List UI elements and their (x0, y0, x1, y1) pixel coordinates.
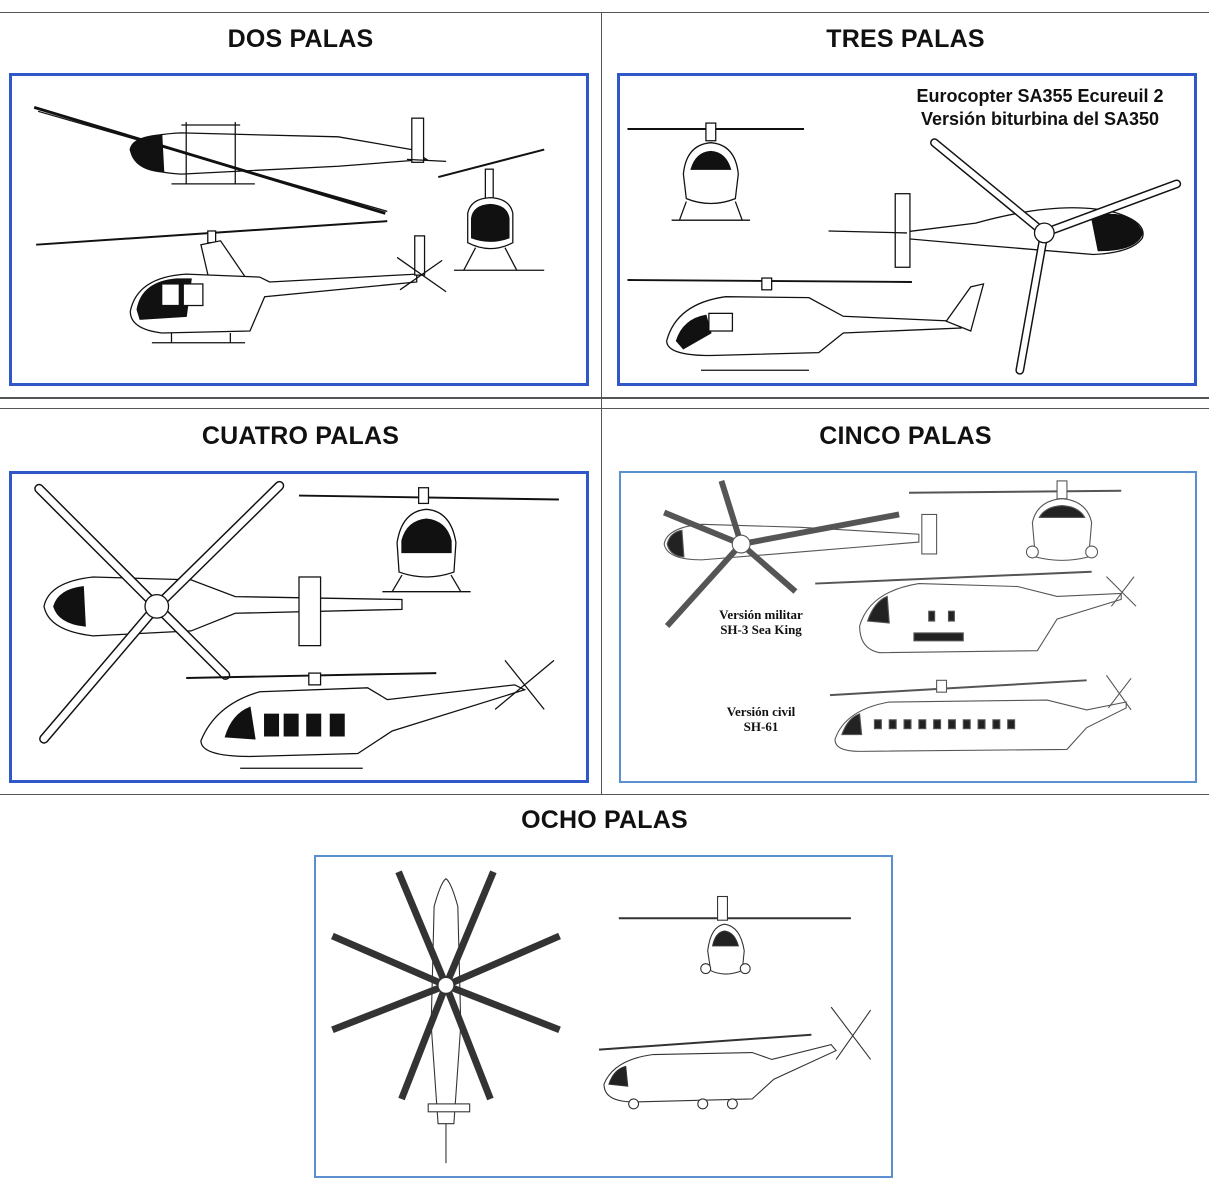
grid-row-divider-3 (0, 794, 1209, 795)
panel-ocho-palas (314, 855, 893, 1178)
panel-title-cuatro-palas: CUATRO PALAS (201, 422, 400, 450)
four-blade-top-helicopter (34, 480, 403, 744)
three-blade-helicopter-drawing (627, 122, 1182, 375)
panel-dos-palas (9, 73, 589, 386)
panel-cuatro-palas (9, 471, 589, 783)
four-blade-helicopter-drawing (34, 480, 559, 769)
five-blade-military-side-helicopter (815, 570, 1137, 654)
two-blade-top-helicopter (33, 105, 447, 215)
five-blade-helicopter-drawing (663, 480, 1137, 752)
three-blade-top-helicopter (828, 138, 1182, 375)
grid-top-border (0, 12, 1209, 13)
two-blade-side-helicopter (36, 220, 447, 344)
model-caption-ecureuil-line1: Eurocopter SA355 Ecureuil 2 (916, 86, 1164, 106)
panel-title-dos-palas: DOS PALAS (227, 25, 374, 53)
panel-title-ocho-palas: OCHO PALAS (521, 806, 688, 834)
eight-blade-side-helicopter (598, 1006, 872, 1110)
eight-blade-helicopter-drawing (331, 870, 872, 1164)
panel-title-tres-palas: TRES PALAS (826, 25, 985, 53)
five-blade-top-helicopter (663, 480, 938, 628)
panel-title-cinco-palas: CINCO PALAS (819, 422, 992, 450)
three-blade-front-helicopter (627, 122, 805, 221)
panel-tres-palas: Eurocopter SA355 Ecureuil 2 Versión bitu… (617, 73, 1197, 386)
model-caption-ecureuil-line2: Versión biturbina del SA350 (920, 109, 1160, 129)
eight-blade-top-helicopter (331, 870, 561, 1164)
caption-civil-line2: SH-61 (743, 719, 779, 734)
eight-blade-front-helicopter (618, 895, 851, 975)
caption-military-line2: SH-3 Sea King (720, 622, 802, 637)
five-blade-civil-side-helicopter (829, 675, 1132, 752)
two-blade-helicopter-drawing (33, 105, 545, 344)
four-blade-side-helicopter (186, 659, 555, 769)
two-blade-front-helicopter (438, 148, 545, 271)
grid-row-divider-1 (0, 397, 1209, 399)
caption-civil-line1: Versión civil (726, 704, 796, 719)
panel-cinco-palas: Versión militar SH-3 Sea King Versión ci… (619, 471, 1197, 783)
caption-military-line1: Versión militar (719, 607, 803, 622)
three-blade-side-helicopter (627, 277, 985, 371)
grid-row-divider-2 (0, 408, 1209, 409)
five-blade-front-helicopter (908, 480, 1122, 561)
four-blade-front-helicopter (298, 487, 559, 593)
grid-vertical-divider (601, 12, 602, 794)
